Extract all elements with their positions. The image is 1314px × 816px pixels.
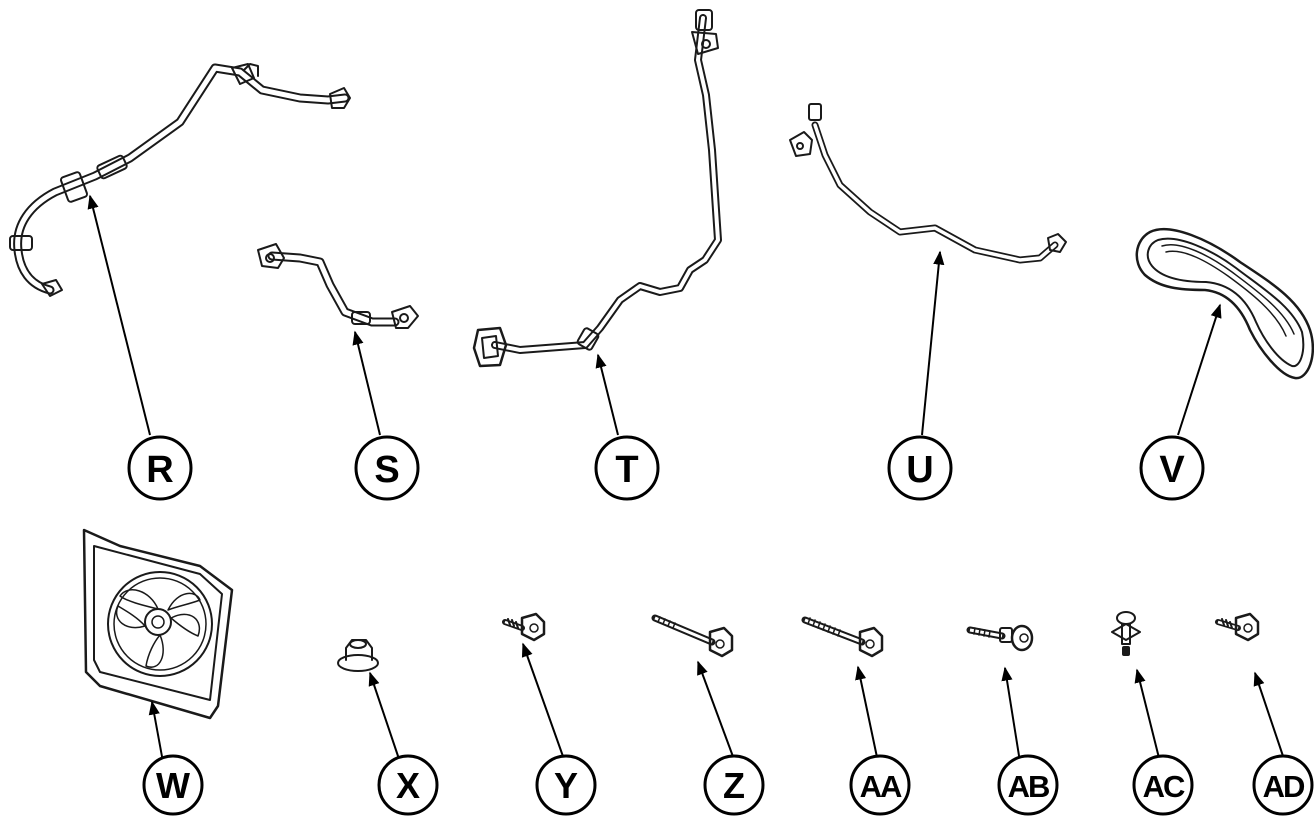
- leader-arrow-ab: [1001, 666, 1021, 763]
- callout-label-t: T: [615, 449, 638, 491]
- callout-ab: AB: [997, 754, 1059, 816]
- callout-label-y: Y: [554, 765, 578, 806]
- part-t-ac-pipe: [472, 9, 722, 368]
- leader-arrow-r: [87, 194, 151, 436]
- callout-ad: AD: [1252, 754, 1314, 816]
- callout-label-z: Z: [723, 765, 745, 806]
- leader-arrow-u: [921, 250, 945, 436]
- leader-arrow-ac: [1134, 668, 1161, 763]
- part-y-flange-bolt: [502, 612, 546, 642]
- part-ab-shoulder-bolt: [966, 624, 1034, 652]
- callout-u: U: [887, 435, 953, 501]
- leader-arrow-t: [595, 353, 619, 436]
- callout-label-v: V: [1159, 449, 1185, 491]
- callout-label-ab: AB: [1008, 769, 1049, 804]
- leader-arrow-ad: [1253, 671, 1286, 763]
- callout-label-ac: AC: [1143, 769, 1185, 804]
- part-s-ac-hose: [257, 243, 419, 329]
- callout-z: Z: [703, 754, 765, 816]
- part-w-cooling-fan: [82, 528, 234, 720]
- part-ad-flange-bolt: [1215, 612, 1260, 642]
- leader-arrow-z: [697, 660, 736, 763]
- part-u-ac-pipe: [789, 103, 1067, 264]
- callout-label-aa: AA: [860, 769, 902, 804]
- part-x-flange-nut: [337, 639, 379, 672]
- leader-arrow-y: [521, 642, 566, 763]
- part-ac-push-clip: [1111, 611, 1141, 656]
- callout-label-s: S: [374, 449, 399, 491]
- part-v-drive-belt: [1135, 227, 1314, 380]
- callout-y: Y: [535, 754, 597, 816]
- callout-aa: AA: [849, 754, 911, 816]
- leader-arrow-aa: [855, 665, 879, 763]
- callout-ac: AC: [1132, 754, 1194, 816]
- callout-r: R: [127, 435, 193, 501]
- callout-t: T: [594, 435, 660, 501]
- callout-w: W: [142, 754, 204, 816]
- callout-s: S: [354, 435, 420, 501]
- leader-arrow-x: [368, 671, 401, 763]
- part-aa-threaded-bolt: [801, 616, 884, 658]
- callout-label-ad: AD: [1263, 769, 1305, 804]
- leader-arrow-s: [352, 330, 381, 436]
- callout-label-x: X: [396, 765, 420, 806]
- part-z-long-bolt: [651, 614, 734, 658]
- leader-arrow-v: [1177, 303, 1222, 436]
- callout-label-u: U: [906, 449, 933, 491]
- leader-arrow-w: [148, 700, 164, 763]
- part-r-ac-hose: [9, 63, 351, 297]
- callout-x: X: [377, 754, 439, 816]
- callout-v: V: [1139, 435, 1205, 501]
- callout-label-w: W: [156, 765, 190, 806]
- callout-label-r: R: [146, 449, 173, 491]
